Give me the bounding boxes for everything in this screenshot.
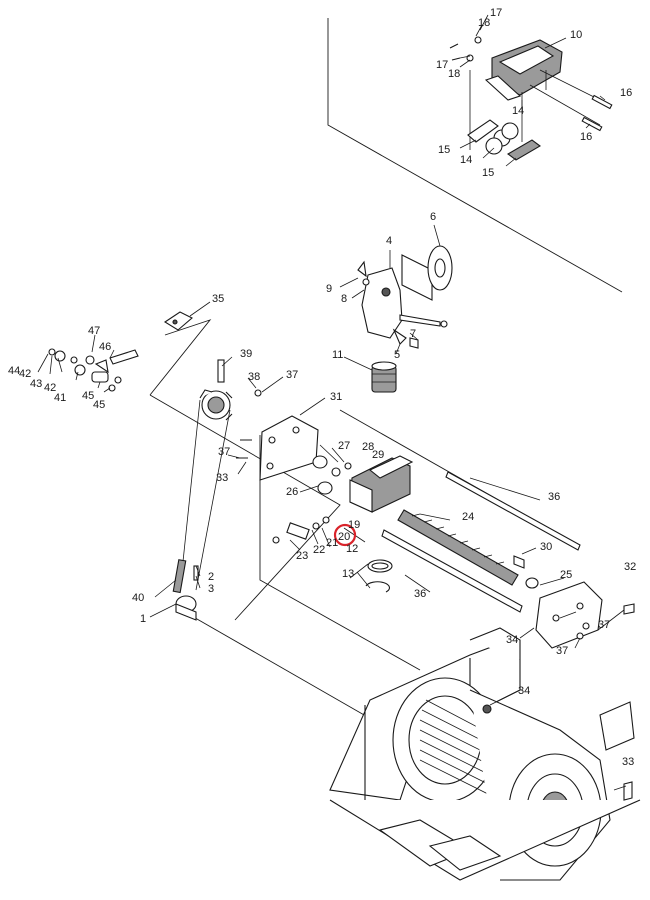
callout-41: 41 xyxy=(54,392,66,404)
callout-23: 23 xyxy=(296,550,308,562)
callout-17-left: 17 xyxy=(436,59,448,71)
callout-33-left: 33 xyxy=(216,472,228,484)
callout-4: 4 xyxy=(386,235,392,247)
upper-gearcase-assembly xyxy=(449,36,613,161)
callout-45-left: 45 xyxy=(82,390,94,402)
callout-28: 28 xyxy=(362,441,374,453)
callout-7: 7 xyxy=(410,328,416,340)
callout-39: 39 xyxy=(240,348,252,360)
callout-9: 9 xyxy=(326,283,332,295)
callout-45-right: 45 xyxy=(93,399,105,411)
callout-37-right: 37 xyxy=(598,619,610,631)
callout-38: 38 xyxy=(248,371,260,383)
callout-34-lower: 34 xyxy=(518,685,530,697)
callout-21: 21 xyxy=(326,537,338,549)
callout-27: 27 xyxy=(338,440,350,452)
callout-20-highlighted: 20 xyxy=(338,531,350,543)
callout-37-mid-left: 37 xyxy=(218,446,230,458)
callout-14-lower: 14 xyxy=(460,154,472,166)
callout-44: 44 xyxy=(8,365,20,377)
callout-33-right: 33 xyxy=(622,756,634,768)
callout-19: 19 xyxy=(348,519,360,531)
sheave-bracket-assembly xyxy=(357,245,453,349)
leader-lines xyxy=(37,14,627,791)
callout-42-right: 42 xyxy=(44,382,56,394)
callout-22: 22 xyxy=(313,544,325,556)
callout-labels: 17 18 10 17 18 16 14 16 15 14 15 6 4 9 8… xyxy=(8,7,636,768)
callout-10: 10 xyxy=(570,29,582,41)
callout-8: 8 xyxy=(341,293,347,305)
callout-26: 26 xyxy=(286,486,298,498)
callout-16-right: 16 xyxy=(620,87,632,99)
callout-36-upper: 36 xyxy=(548,491,560,503)
lead-screw-and-shafts xyxy=(381,471,581,613)
callout-29: 29 xyxy=(372,449,384,461)
callout-11: 11 xyxy=(332,349,343,361)
drive-sprocket-assembly xyxy=(48,311,262,621)
callout-15-left: 15 xyxy=(438,144,450,156)
callout-1: 1 xyxy=(140,613,146,625)
callout-42-left: 42 xyxy=(19,368,31,380)
callout-12: 12 xyxy=(346,543,358,555)
callout-18-top: 18 xyxy=(478,17,490,29)
coupling-nut xyxy=(371,361,397,393)
callout-15-bottom: 15 xyxy=(482,167,494,179)
callout-25: 25 xyxy=(560,569,572,581)
callout-30: 30 xyxy=(540,541,552,553)
callout-5: 5 xyxy=(394,349,400,361)
callout-3: 3 xyxy=(208,583,214,595)
callout-36-lower: 36 xyxy=(414,588,426,600)
callout-2: 2 xyxy=(208,571,214,583)
winch-drum-assembly xyxy=(329,627,641,881)
callout-37-lower-right: 37 xyxy=(556,645,568,657)
callout-47: 47 xyxy=(88,325,100,337)
callout-35: 35 xyxy=(212,293,224,305)
callout-18-left: 18 xyxy=(448,68,460,80)
snap-ring-set xyxy=(365,559,393,593)
callout-34-upper: 34 xyxy=(506,634,518,646)
main-gearbox xyxy=(236,415,414,544)
highlight-ring xyxy=(333,523,357,547)
callout-14-upper: 14 xyxy=(512,105,524,117)
callout-17-top: 17 xyxy=(490,7,502,19)
callout-24: 24 xyxy=(462,511,474,523)
callout-31: 31 xyxy=(330,391,342,403)
callout-43: 43 xyxy=(30,378,42,390)
callout-13: 13 xyxy=(342,568,354,580)
right-end-plate xyxy=(535,581,635,649)
callout-16-lower: 16 xyxy=(580,131,592,143)
callout-46: 46 xyxy=(99,341,111,353)
callout-32: 32 xyxy=(624,561,636,573)
callout-37-upper-left: 37 xyxy=(286,369,298,381)
callout-40: 40 xyxy=(132,592,144,604)
callout-6: 6 xyxy=(430,211,436,223)
